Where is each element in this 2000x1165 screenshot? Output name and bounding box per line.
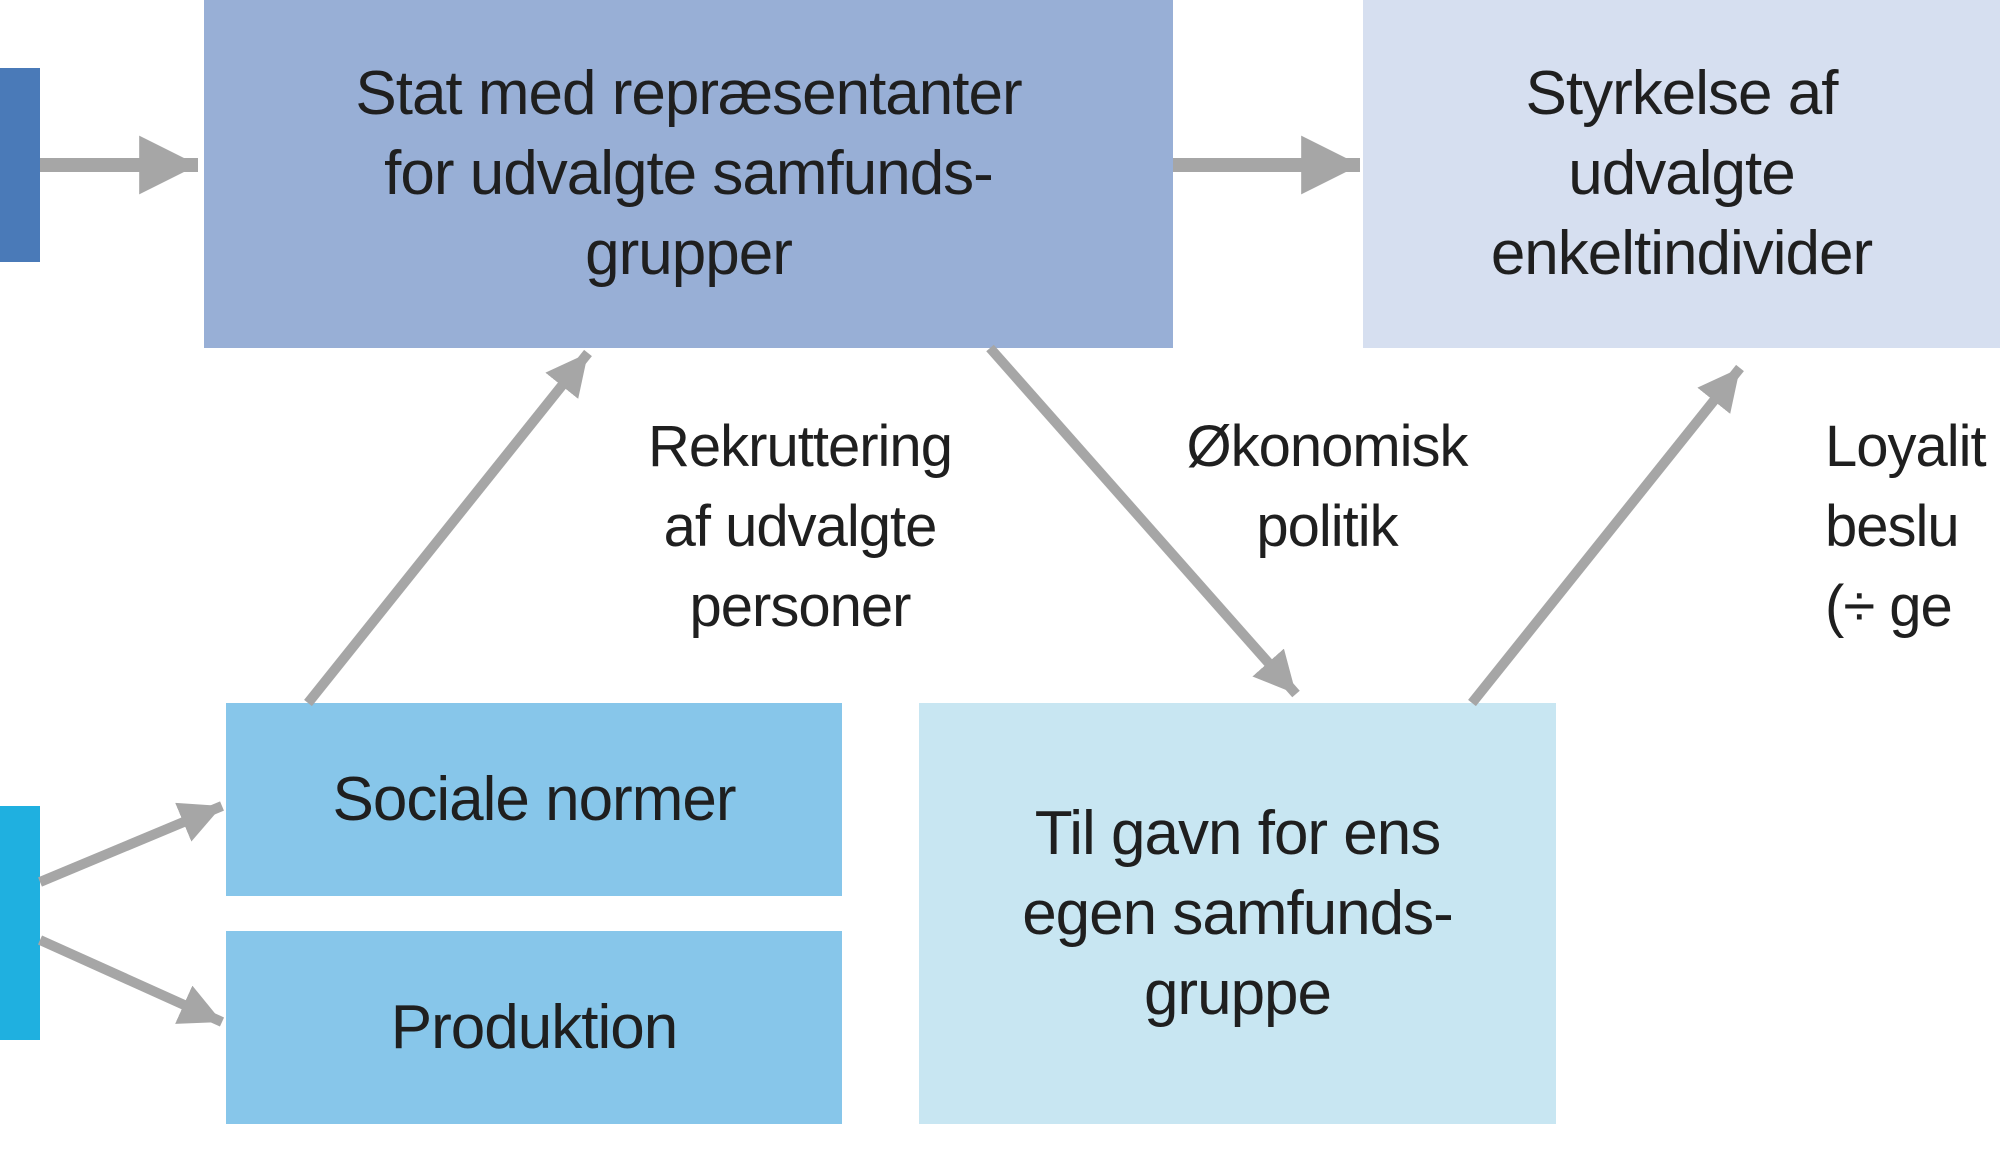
arrow-norms-to-state bbox=[304, 349, 592, 707]
edge-bar-bottom bbox=[0, 806, 40, 1040]
box-strengthening: Styrkelse af udvalgte enkeltindivider bbox=[1363, 0, 2000, 348]
box-production-text: Produktion bbox=[390, 992, 678, 1062]
box-social-norms-text: Sociale normer bbox=[332, 764, 737, 834]
box-social-norms: Sociale normer bbox=[226, 703, 842, 896]
arrow-edge-bottom-to-norms bbox=[38, 801, 224, 887]
arrow-edge-bottom-to-production bbox=[37, 935, 225, 1027]
edge-bar-top bbox=[0, 68, 40, 262]
label-loyalty-partial: Loyalit beslu (÷ ge bbox=[1825, 414, 1987, 639]
box-state-text: Stat med repræsentanter for udvalgte sam… bbox=[355, 59, 1022, 288]
box-production: Produktion bbox=[226, 931, 842, 1124]
label-economic-policy: Økonomisk politik bbox=[1186, 414, 1468, 559]
arrow-benefit-to-strengthening bbox=[1468, 364, 1744, 707]
box-benefit-text: Til gavn for ens egen samfunds- gruppe bbox=[1022, 798, 1454, 1028]
arrow-state-to-benefit bbox=[986, 344, 1300, 698]
box-benefit: Til gavn for ens egen samfunds- gruppe bbox=[919, 703, 1556, 1124]
label-recruitment: Rekruttering af udvalgte personer bbox=[648, 414, 953, 639]
box-state: Stat med repræsentanter for udvalgte sam… bbox=[204, 0, 1173, 348]
box-strengthening-text: Styrkelse af udvalgte enkeltindivider bbox=[1490, 59, 1873, 288]
